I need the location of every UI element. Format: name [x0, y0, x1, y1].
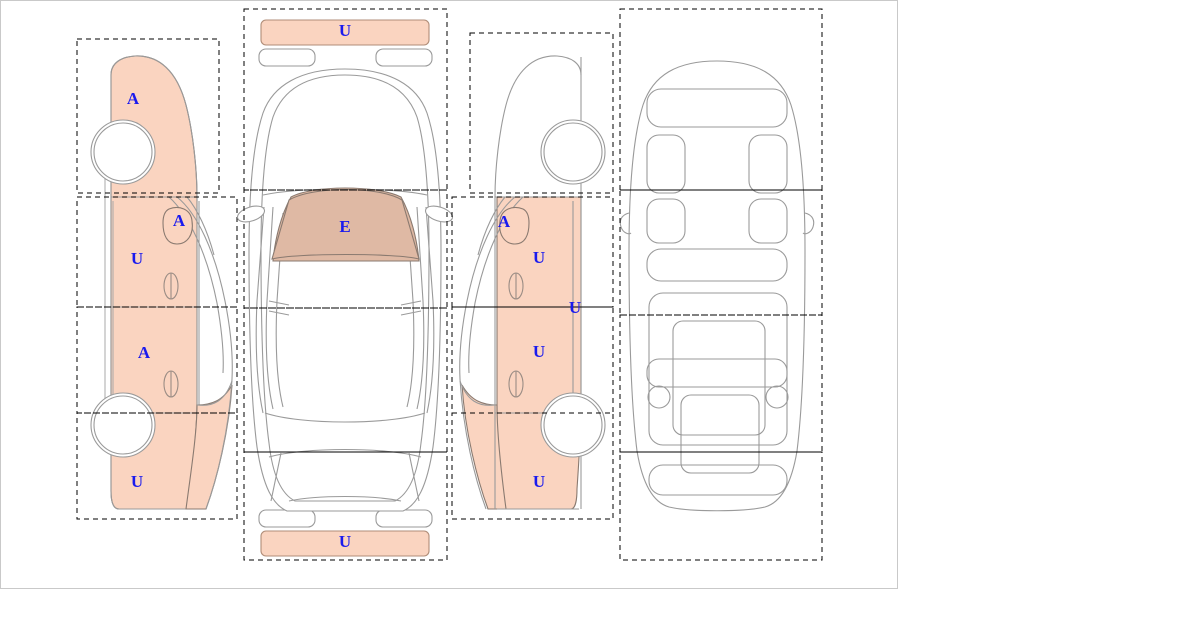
top-label-rear: U: [339, 532, 351, 551]
top-windshield-damage: [271, 187, 420, 262]
left-zone-row-4: [76, 412, 238, 520]
left-zone-row-1: [76, 38, 220, 194]
right-zone-row-2: [451, 196, 614, 308]
top-zone-row-2: [243, 189, 448, 309]
left-door-handle-rear: [163, 370, 179, 398]
left-mirror: [162, 206, 193, 245]
left-label-1: A: [127, 89, 140, 108]
underside-zone-row-2: [619, 189, 823, 316]
right-label-5: U: [533, 472, 545, 491]
top-view-labels: U E U: [339, 21, 351, 551]
top-body-outline: [248, 68, 442, 512]
right-rear-wheel: [540, 392, 606, 458]
left-label-2: A: [173, 211, 186, 230]
right-label-1: A: [498, 212, 511, 231]
top-right-mirror: [424, 205, 454, 223]
left-body-outline: [104, 55, 233, 510]
top-rear-lights: [258, 509, 433, 528]
top-label-front: U: [339, 21, 351, 40]
left-front-wheel: [90, 119, 156, 185]
diagram-frame: A A U A U: [0, 0, 898, 589]
right-damage-regions: [461, 196, 582, 510]
top-rear-bumper: [260, 530, 430, 557]
underside-zone-grid[interactable]: [619, 8, 823, 561]
underside-body-outline: [619, 60, 815, 512]
left-door-handle-front: [163, 272, 179, 300]
right-view-labels: A U U U U: [498, 212, 581, 491]
right-label-3: U: [569, 298, 581, 317]
right-door-handle-rear: [508, 370, 524, 398]
underside-view[interactable]: [613, 1, 828, 590]
right-mirror: [499, 206, 530, 245]
left-zone-grid[interactable]: [76, 38, 238, 520]
left-side-view[interactable]: A A U A U: [1, 1, 251, 590]
top-front-bumper: [260, 19, 430, 46]
right-zone-row-1: [469, 32, 614, 194]
left-label-4: A: [138, 343, 151, 362]
right-door-handle-front: [508, 272, 524, 300]
top-zone-grid[interactable]: [243, 8, 448, 561]
left-zone-row-3: [76, 306, 238, 414]
top-zone-row-4: [243, 451, 448, 561]
right-zone-row-3: [451, 306, 614, 414]
top-front-lights: [258, 48, 433, 67]
right-label-2: U: [533, 248, 545, 267]
top-label-windshield: E: [339, 217, 350, 236]
top-zone-row-1: [243, 8, 448, 191]
right-label-4: U: [533, 342, 545, 361]
right-zone-grid[interactable]: [451, 32, 614, 520]
right-side-view[interactable]: A U U U U: [446, 1, 626, 590]
left-rear-wheel: [90, 392, 156, 458]
right-zone-row-4: [451, 412, 614, 520]
right-front-wheel: [540, 119, 606, 185]
left-view-labels: A A U A U: [127, 89, 186, 491]
left-label-5: U: [131, 472, 143, 491]
underside-zone-row-3: [619, 314, 823, 453]
underside-zone-row-4: [619, 451, 823, 561]
underside-zone-row-1: [619, 8, 823, 191]
left-label-3: U: [131, 249, 143, 268]
top-zone-row-3: [243, 307, 448, 453]
top-view[interactable]: U E U: [236, 1, 454, 590]
